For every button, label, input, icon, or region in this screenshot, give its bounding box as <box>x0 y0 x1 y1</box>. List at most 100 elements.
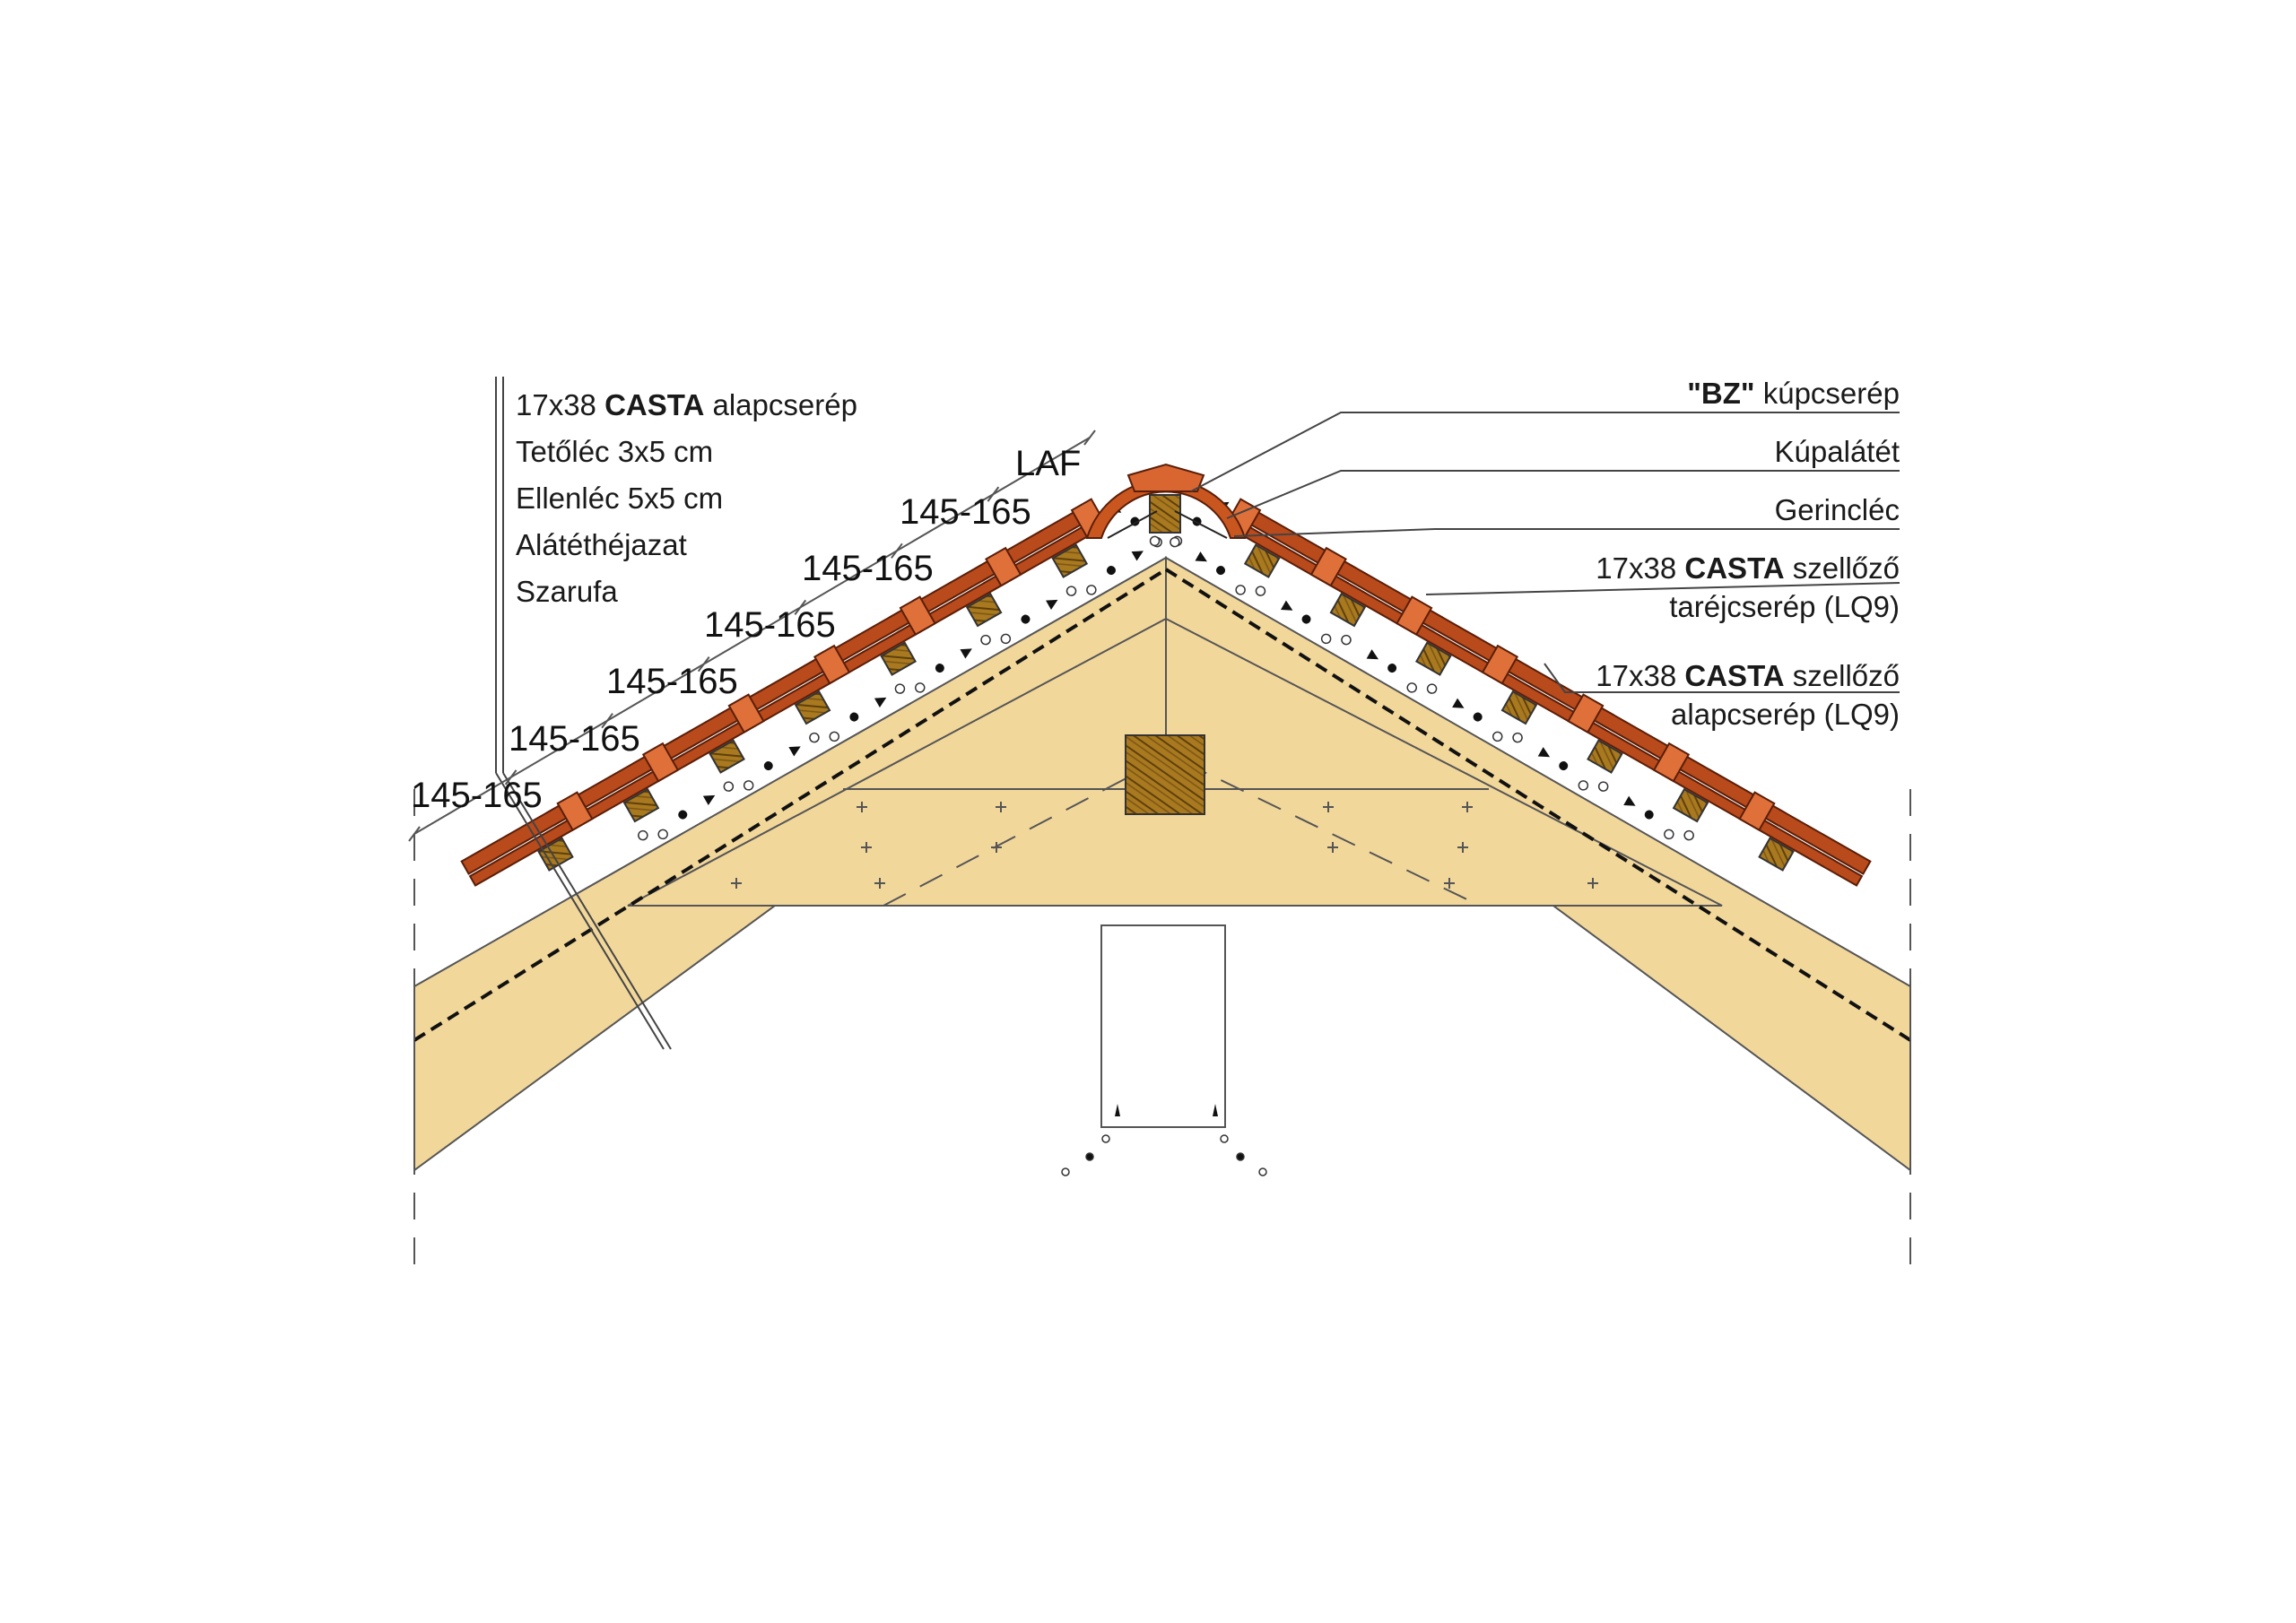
left-airflow-arrow-icon-6 <box>788 746 801 757</box>
right-vent-open-4 <box>1426 683 1438 694</box>
right-vent-open-b-2 <box>1235 585 1246 595</box>
left-tile-4-nose <box>813 644 851 685</box>
right-batten-4 <box>1500 690 1538 725</box>
laf-tick-6 <box>987 486 1000 502</box>
right-tile-6-nose <box>1652 742 1691 783</box>
ridge-underlay-left <box>1107 510 1158 539</box>
right-vent-closed-6 <box>1559 761 1569 771</box>
left-vent-open-b-5 <box>829 731 840 742</box>
left-tile-6-nose <box>641 742 680 783</box>
left-tile-5-nose <box>727 693 765 733</box>
label-bz-ridge-tile: "BZ" kúpcserép <box>1687 377 1900 410</box>
right-batten-5 <box>1587 739 1623 774</box>
dimension-label-4: 145-165 <box>704 605 836 645</box>
opening-right-arrow-icon <box>1213 1104 1218 1116</box>
left-tile-courses <box>460 498 1230 887</box>
right-vent-open-b-6 <box>1578 780 1589 791</box>
right-tile-5-nose <box>1567 693 1605 733</box>
right-airflow-arrow-icon-4 <box>1366 649 1379 660</box>
label-base-vent-tile-line1: 17x38 CASTA szellőző <box>1596 659 1900 692</box>
right-vent-open-2 <box>1255 586 1266 596</box>
right-tile-2-nose <box>1309 546 1347 587</box>
right-tile-7-nose <box>1738 791 1776 831</box>
right-vent-open-1 <box>1170 536 1180 548</box>
right-course-7 <box>1623 791 1872 887</box>
right-underlay-line <box>1164 568 1912 1042</box>
opening-frame <box>1100 924 1226 1128</box>
left-vent-closed-4 <box>935 664 944 673</box>
laf-dimension-ticks <box>408 430 1096 842</box>
right-vent-closed-5 <box>1473 712 1483 722</box>
right-batten-1 <box>1243 543 1281 578</box>
left-batten-1 <box>1051 543 1089 578</box>
right-vent-open-b-7 <box>1664 829 1674 840</box>
left-vent-open-b-3 <box>1000 633 1012 645</box>
laf-label: LAF <box>1015 444 1081 483</box>
dimension-label-1: 145-165 <box>411 776 543 815</box>
left-vent-open-b-6 <box>743 780 754 791</box>
dimension-label-5: 145-165 <box>802 549 934 588</box>
right-batten-2 <box>1329 592 1367 628</box>
dimension-label-3: 145-165 <box>606 662 738 701</box>
laf-tick-7 <box>1083 430 1096 446</box>
ridge-underlay-right <box>1174 510 1228 539</box>
left-airflow-arrow-icon-5 <box>874 697 887 708</box>
laf-tick-0 <box>408 826 421 842</box>
left-tile-2-nose <box>985 546 1022 587</box>
right-vent-open-b-5 <box>1492 731 1503 742</box>
left-leader-d1 <box>495 772 665 1050</box>
left-airflow-arrow-icon-3 <box>1046 599 1058 611</box>
label-ridge-vent-tile-line1: 17x38 CASTA szellőző <box>1596 551 1900 585</box>
right-vent-open-5 <box>1512 732 1523 743</box>
right-leader-lines <box>1190 412 1900 693</box>
left-batten-6 <box>622 787 660 823</box>
right-tile-courses <box>1109 498 1872 887</box>
left-vent-open-3 <box>980 634 991 646</box>
left-batten-5 <box>709 739 745 774</box>
right-airflow-arrow-icon-2 <box>1195 551 1207 562</box>
dimension-label-2: 145-165 <box>509 719 640 759</box>
label-base-vent-tile-line2: alapcserép (LQ9) <box>1671 698 1900 731</box>
left-tile-7-nose <box>556 791 594 831</box>
left-vent-open-b-4 <box>915 682 926 693</box>
left-dashed-axis <box>883 761 1158 907</box>
right-tile-3-nose <box>1396 595 1433 636</box>
left-vent-closed-6 <box>763 761 773 771</box>
right-vent-closed-2 <box>1216 566 1226 576</box>
left-vent-open-b-7 <box>657 829 668 840</box>
left-underlay-line <box>413 568 1168 1042</box>
left-vent-closed-2 <box>1106 566 1116 576</box>
label-rafter: Szarufa <box>516 575 618 608</box>
label-ridge-underlay: Kúpalátét <box>1775 435 1900 468</box>
left-batten-2 <box>965 592 1003 628</box>
ridge-batten <box>1149 494 1181 534</box>
dimension-label-6: 145-165 <box>900 492 1031 532</box>
right-tile-4-nose <box>1481 644 1519 685</box>
left-vent-open-6 <box>723 781 735 792</box>
right-vent-open-7 <box>1683 829 1694 841</box>
label-ridge-vent-tile-line2: taréjcserép (LQ9) <box>1669 590 1900 623</box>
label-ridge-batten: Gerincléc <box>1775 493 1900 526</box>
right-vent-closed-4 <box>1387 664 1397 673</box>
left-vent-closed-7 <box>678 810 688 820</box>
ridge-purlin <box>1125 734 1205 815</box>
right-vent-open-b-4 <box>1406 682 1417 693</box>
laf-tick-5 <box>891 542 903 559</box>
label-underlay: Alátéthéjazat <box>516 528 687 561</box>
right-dashed-axis <box>1183 761 1481 907</box>
right-vent-open-b-1 <box>1149 535 1161 547</box>
left-vent-open-b-2 <box>1086 585 1097 595</box>
left-vent-open-7 <box>638 829 648 841</box>
laf-tick-4 <box>794 599 807 616</box>
label-counter-batten: Ellenléc 5x5 cm <box>516 482 723 515</box>
ridge-tile-cap <box>1126 463 1205 492</box>
left-tile-3-nose <box>899 595 936 636</box>
left-batten-7 <box>537 837 574 872</box>
left-leader-d2 <box>502 772 672 1050</box>
left-vent-open-5 <box>809 732 820 743</box>
right-vent-closed-7 <box>1644 810 1654 820</box>
laf-tick-1 <box>504 769 517 785</box>
label-casta-base-tile: 17x38 CASTA alapcserép <box>516 388 857 421</box>
left-vent-closed-5 <box>849 712 859 722</box>
right-batten-6 <box>1672 787 1709 823</box>
